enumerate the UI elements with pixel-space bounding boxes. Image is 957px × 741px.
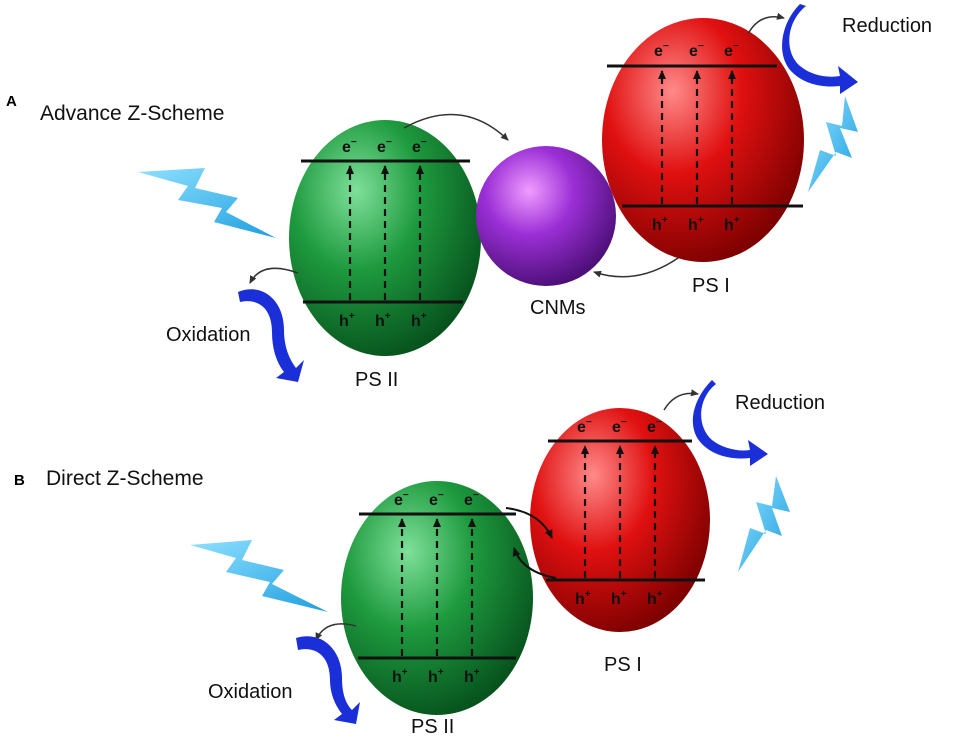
hole-label: h (611, 591, 621, 608)
svg-text:h+: h+ (428, 667, 444, 686)
hole-label: h (652, 217, 662, 234)
curved-arrow-icon (296, 636, 360, 724)
electron-label: e (412, 139, 421, 156)
svg-text:e−: e− (689, 41, 704, 60)
thin-arrow (249, 267, 299, 284)
oxidation-label: Oxidation (208, 681, 293, 703)
reduction-label: Reduction (842, 15, 932, 37)
svg-text:h+: h+ (647, 589, 663, 608)
panel-letter: B (14, 472, 25, 489)
svg-text:h+: h+ (392, 667, 408, 686)
svg-text:e−: e− (464, 490, 479, 509)
electron-label: e (342, 139, 351, 156)
svg-text:e−: e− (724, 41, 739, 60)
svg-text:e−: e− (654, 41, 669, 60)
electron-label: e (464, 492, 473, 509)
ps2-label: PS II (411, 716, 454, 738)
ps1-label: PS I (604, 654, 642, 676)
ps1-label: PS I (692, 275, 730, 297)
thin-arrow (315, 623, 357, 641)
svg-text:e−: e− (412, 137, 427, 156)
panel-title: Direct Z-Scheme (46, 467, 204, 490)
hole-label: h (647, 591, 657, 608)
ps1-sphere: e− e− e− h+ h+ h+ (602, 18, 804, 262)
hole-label: h (688, 217, 698, 234)
ps2-label: PS II (355, 369, 398, 391)
hole-label: h (339, 313, 349, 330)
lightning-icon (190, 540, 328, 612)
electron-label: e (689, 43, 698, 60)
svg-text:e−: e− (429, 490, 444, 509)
thin-arrow (663, 389, 699, 411)
electron-transfer-arrow (403, 113, 509, 141)
reduction-label: Reduction (735, 392, 825, 414)
lightning-icon (808, 96, 858, 192)
hole-label: h (575, 591, 585, 608)
electron-label: e (654, 43, 663, 60)
electron-label: e (724, 43, 733, 60)
curved-arrow-icon (238, 289, 304, 382)
panel-letter: A (6, 93, 17, 110)
hole-label: h (428, 669, 438, 686)
ps2-sphere: e− e− e− h+ h+ h+ (289, 120, 481, 356)
hole-label: h (464, 669, 474, 686)
thin-arrow (747, 12, 785, 35)
electron-label: e (647, 419, 656, 436)
panel-title: Advance Z-Scheme (40, 102, 224, 125)
svg-text:h+: h+ (575, 589, 591, 608)
svg-text:e−: e− (377, 137, 392, 156)
panel-b: B Direct Z-Scheme e− e− e− h+ h+ h+ PS I… (14, 380, 825, 738)
svg-text:e−: e− (342, 137, 357, 156)
curved-arrow-icon (692, 380, 768, 466)
oxidation-label: Oxidation (166, 324, 251, 346)
electron-label: e (612, 419, 621, 436)
curved-arrow-icon (782, 4, 858, 94)
svg-text:e−: e− (577, 417, 592, 436)
electron-label: e (577, 419, 586, 436)
hole-label: h (411, 313, 421, 330)
hole-label: h (375, 313, 385, 330)
lightning-icon (138, 168, 276, 238)
svg-text:h+: h+ (375, 311, 391, 330)
electron-label: e (377, 139, 386, 156)
svg-text:e−: e− (647, 417, 662, 436)
svg-text:h+: h+ (652, 215, 668, 234)
svg-text:e−: e− (612, 417, 627, 436)
ps1-sphere: e− e− e− h+ h+ h+ (530, 408, 710, 632)
svg-text:h+: h+ (611, 589, 627, 608)
svg-text:h+: h+ (339, 311, 355, 330)
hole-label: h (724, 217, 734, 234)
hole-transfer-arrow (512, 547, 557, 579)
panel-a: A Advance Z-Scheme e− e− e− h+ h+ h+ PS … (6, 4, 932, 391)
svg-text:h+: h+ (411, 311, 427, 330)
lightning-icon (738, 476, 790, 572)
svg-text:e−: e− (394, 490, 409, 509)
electron-transfer-arrow (505, 507, 553, 539)
svg-text:h+: h+ (724, 215, 740, 234)
svg-text:h+: h+ (688, 215, 704, 234)
cnms-sphere (476, 146, 616, 286)
svg-text:h+: h+ (464, 667, 480, 686)
electron-label: e (394, 492, 403, 509)
electron-label: e (429, 492, 438, 509)
hole-label: h (392, 669, 402, 686)
ps2-sphere: e− e− e− h+ h+ h+ (341, 481, 533, 715)
cnms-label: CNMs (530, 297, 586, 319)
